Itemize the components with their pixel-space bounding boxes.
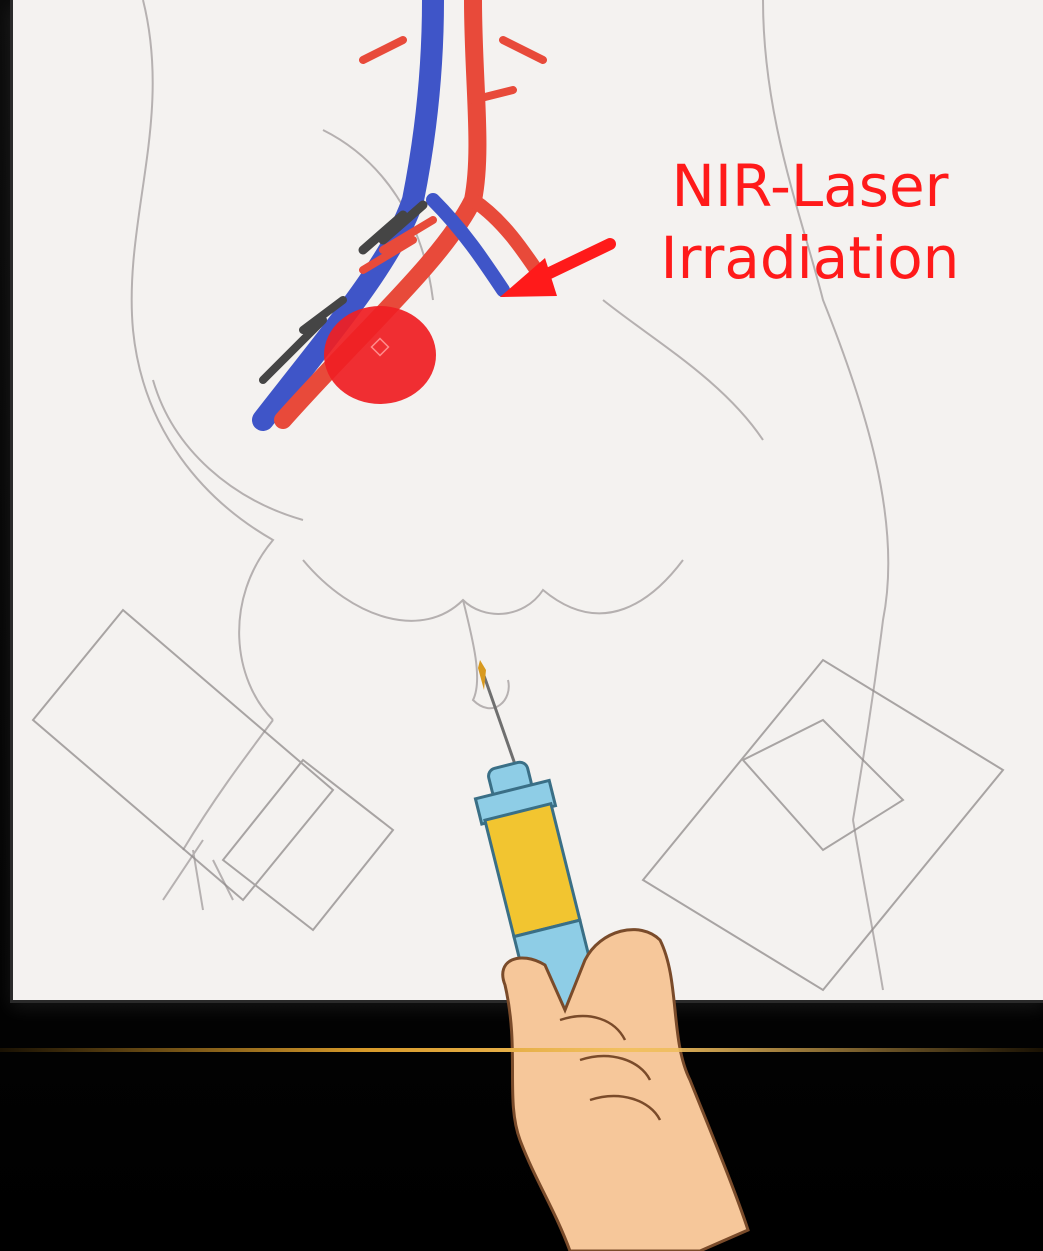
hand-icon [503,930,748,1251]
gold-divider [0,1048,1043,1052]
arrow-icon [500,244,610,297]
